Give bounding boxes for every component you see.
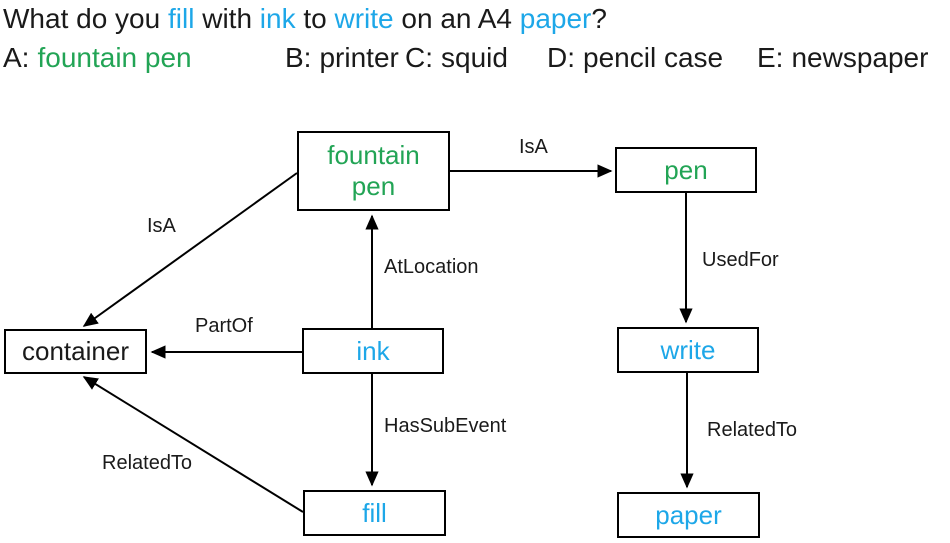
edge-fountainpen-container-isa [82, 172, 298, 327]
node-fill: fill [303, 490, 446, 536]
question-text: What do you fill with ink to write on an… [3, 0, 607, 38]
question-segment-fill: fill [167, 3, 195, 34]
answer-label-c: C: [405, 42, 433, 73]
edge-label-hassubevent: HasSubEvent [384, 415, 507, 437]
answer-option-b: B:printer [285, 39, 399, 77]
edge-label-isa-top: IsA [519, 136, 548, 158]
node-ink: ink [302, 328, 444, 374]
answer-text-c: squid [441, 42, 508, 73]
answer-option-e: E:newspaper [757, 39, 928, 77]
edge-fill-container-relatedto [82, 376, 304, 513]
answer-label-d: D: [547, 42, 575, 73]
node-write: write [617, 327, 759, 373]
edge-label-partof: PartOf [195, 315, 253, 337]
node-pen-label: pen [664, 154, 708, 185]
edge-label-isa-diagonal: IsA [147, 215, 176, 237]
question-segment: ? [591, 3, 607, 34]
node-fountain-pen-line2: pen [351, 171, 396, 201]
question-segment-paper: paper [519, 3, 592, 34]
answer-option-c: C: squid [405, 39, 508, 77]
answer-text-a: fountain pen [37, 42, 192, 73]
answer-label-a: A: [3, 42, 30, 73]
node-write-label: write [660, 334, 716, 365]
answer-label-e: E: [757, 42, 784, 73]
node-fountain-pen-line1: fountain [327, 140, 420, 170]
answer-options: A:fountain pen B:printer C:squid D:penci… [3, 39, 947, 305]
answer-option-d: D: pencil case [547, 39, 723, 77]
question-segment: on an A4 [393, 3, 520, 34]
edge-label-atlocation: AtLocation [384, 256, 479, 278]
node-paper-label: paper [655, 499, 722, 530]
node-fountain-pen: fountain pen [297, 131, 450, 211]
edge-label-relatedto-left: RelatedTo [102, 452, 193, 474]
node-paper: paper [617, 492, 760, 538]
answer-text-d: pencil case [583, 42, 724, 73]
edge-label-usedfor: UsedFor [702, 249, 779, 271]
question-segment: What do you [3, 3, 168, 34]
answer-text-e: newspaper [791, 42, 929, 73]
edge-label-relatedto-right: RelatedTo [707, 419, 798, 441]
answer-option-a: A:fountain pen [3, 39, 192, 77]
question-segment: to [295, 3, 335, 34]
node-ink-label: ink [356, 335, 390, 366]
question-segment: with [194, 3, 260, 34]
node-pen: pen [615, 147, 757, 193]
answer-text-b: printer [319, 42, 399, 73]
node-container: container [4, 329, 147, 374]
answer-label-b: B: [285, 42, 312, 73]
question-segment-write: write [334, 3, 394, 34]
question-segment-ink: ink [259, 3, 296, 34]
node-container-label: container [22, 336, 129, 366]
node-fill-label: fill [362, 497, 387, 528]
